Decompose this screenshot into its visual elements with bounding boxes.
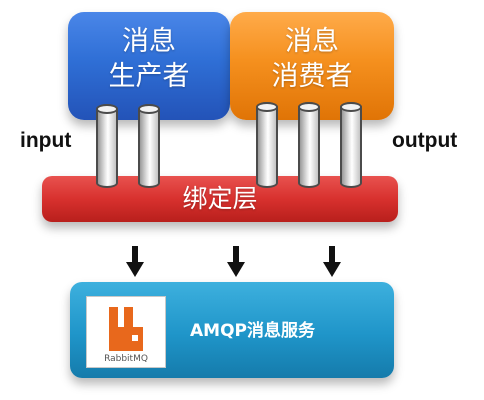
down-arrow-icon [126,246,144,277]
down-arrow-icon [323,246,341,277]
message-consumer-box: 消息 消费者 [230,12,394,120]
output-channel-cylinder [340,102,362,188]
output-label: output [392,129,458,152]
consumer-label: 消息 消费者 [271,26,353,92]
message-producer-box: 消息 生产者 [68,12,230,120]
rabbitmq-logo-icon [109,307,143,351]
input-channel-cylinder [96,104,118,188]
binding-label: 绑定层 [182,184,258,213]
down-arrow-icon [227,246,245,277]
output-channel-cylinder [256,102,278,188]
input-label: input [20,129,72,152]
producer-label: 消息 生产者 [108,26,190,92]
output-channel-cylinder [298,102,320,188]
service-label: AMQP消息服务 [190,321,315,341]
rabbitmq-logo: RabbitMQ [86,296,166,368]
input-channel-cylinder [138,104,160,188]
rabbitmq-logo-text: RabbitMQ [104,354,148,364]
